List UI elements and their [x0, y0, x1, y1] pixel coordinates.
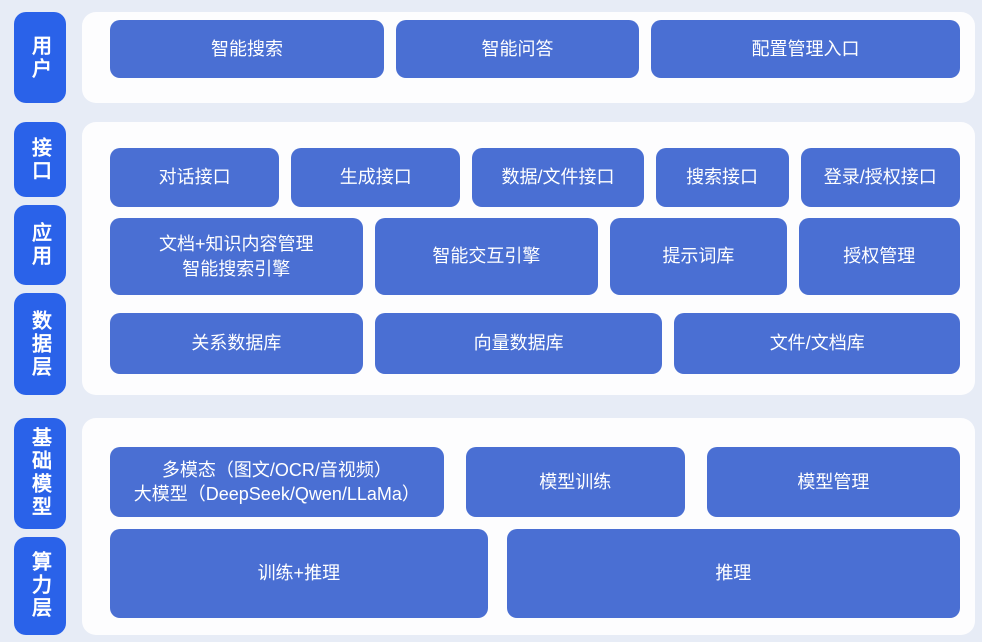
relational-db-box: 关系数据库 — [110, 313, 363, 374]
auth-mgmt-label: 授权管理 — [843, 246, 916, 267]
search-api-box: 搜索接口 — [655, 148, 789, 207]
user-panel: 智能搜索 智能问答 配置管理入口 — [82, 12, 975, 103]
login-auth-api-label: 登录/授权接口 — [823, 167, 937, 188]
section-user: 用户 智能搜索 智能问答 配置管理入口 — [14, 12, 975, 103]
foundation-model-row: 多模态（图文/OCR/音视频） 大模型（DeepSeek/Qwen/LLaMa）… — [110, 447, 960, 517]
compute-layer-row: 训练+推理 推理 — [110, 529, 960, 618]
middle-panel: 对话接口 生成接口 数据/文件接口 搜索接口 登录/授权接口 文档+知识内容管理… — [82, 122, 975, 395]
smart-search-label: 智能搜索 — [211, 38, 283, 59]
interface-label-pill: 接口 — [14, 122, 66, 198]
auth-mgmt-box: 授权管理 — [798, 218, 960, 295]
training-inference-box: 训练+推理 — [110, 529, 488, 618]
data-layer-row: 关系数据库 向量数据库 文件/文档库 — [110, 313, 960, 374]
multimodal-llm-box: 多模态（图文/OCR/音视频） 大模型（DeepSeek/Qwen/LLaMa） — [110, 447, 444, 517]
generation-api-box: 生成接口 — [291, 148, 461, 207]
bottom-label-column: 基础模型 算力层 — [14, 418, 66, 635]
data-layer-label-pill: 数据层 — [14, 293, 66, 395]
data-file-api-box: 数据/文件接口 — [472, 148, 644, 207]
relational-db-label: 关系数据库 — [191, 333, 282, 354]
data-file-api-label: 数据/文件接口 — [501, 167, 615, 188]
prompt-library-label: 提示词库 — [662, 246, 735, 267]
user-label-column: 用户 — [14, 12, 66, 103]
vector-db-label: 向量数据库 — [473, 333, 564, 354]
user-label-text: 用户 — [28, 34, 51, 81]
application-label-pill: 应用 — [14, 205, 66, 286]
model-mgmt-box: 模型管理 — [706, 447, 960, 517]
file-doc-store-label: 文件/文档库 — [769, 333, 865, 354]
compute-layer-label-text: 算力层 — [28, 551, 51, 621]
section-bottom: 基础模型 算力层 多模态（图文/OCR/音视频） 大模型（DeepSeek/Qw… — [14, 418, 975, 635]
compute-layer-label-pill: 算力层 — [14, 536, 66, 635]
user-row: 智能搜索 智能问答 配置管理入口 — [110, 20, 960, 78]
dialog-api-label: 对话接口 — [158, 167, 231, 188]
vector-db-box: 向量数据库 — [374, 313, 663, 374]
model-mgmt-label: 模型管理 — [797, 471, 870, 492]
smart-qa-label: 智能问答 — [481, 38, 554, 59]
section-middle: 接口 应用 数据层 对话接口 生成接口 数据/文件接口 搜 — [14, 122, 975, 395]
bottom-panel: 多模态（图文/OCR/音视频） 大模型（DeepSeek/Qwen/LLaMa）… — [82, 418, 975, 635]
search-api-label: 搜索接口 — [686, 167, 759, 188]
interface-label-text: 接口 — [28, 136, 51, 183]
login-auth-api-box: 登录/授权接口 — [800, 148, 960, 207]
config-admin-entry-label: 配置管理入口 — [751, 38, 860, 59]
training-inference-label: 训练+推理 — [257, 563, 341, 584]
smart-qa-box: 智能问答 — [396, 20, 640, 78]
smart-search-box: 智能搜索 — [110, 20, 384, 78]
application-label-text: 应用 — [28, 222, 51, 269]
generation-api-label: 生成接口 — [339, 167, 412, 188]
smart-interaction-engine-box: 智能交互引擎 — [374, 218, 599, 295]
middle-label-column: 接口 应用 数据层 — [14, 122, 66, 395]
application-row: 文档+知识内容管理 智能搜索引擎 智能交互引擎 提示词库 授权管理 — [110, 218, 960, 295]
multimodal-llm-label: 多模态（图文/OCR/音视频） 大模型（DeepSeek/Qwen/LLaMa） — [133, 459, 420, 504]
model-training-label: 模型训练 — [539, 471, 612, 492]
prompt-library-box: 提示词库 — [610, 218, 787, 295]
user-label-pill: 用户 — [14, 12, 66, 103]
model-training-box: 模型训练 — [465, 447, 685, 517]
foundation-model-label-pill: 基础模型 — [14, 418, 66, 529]
file-doc-store-box: 文件/文档库 — [674, 313, 960, 374]
config-admin-entry-box: 配置管理入口 — [651, 20, 960, 78]
data-layer-label-text: 数据层 — [28, 309, 51, 379]
inference-box: 推理 — [506, 529, 960, 618]
smart-interaction-engine-label: 智能交互引擎 — [432, 246, 541, 267]
doc-knowledge-mgmt-label: 文档+知识内容管理 智能搜索引擎 — [159, 234, 314, 279]
interface-row: 对话接口 生成接口 数据/文件接口 搜索接口 登录/授权接口 — [110, 148, 960, 207]
foundation-model-label-text: 基础模型 — [28, 427, 51, 520]
dialog-api-box: 对话接口 — [110, 148, 280, 207]
inference-label: 推理 — [715, 563, 752, 584]
doc-knowledge-mgmt-box: 文档+知识内容管理 智能搜索引擎 — [110, 218, 363, 295]
